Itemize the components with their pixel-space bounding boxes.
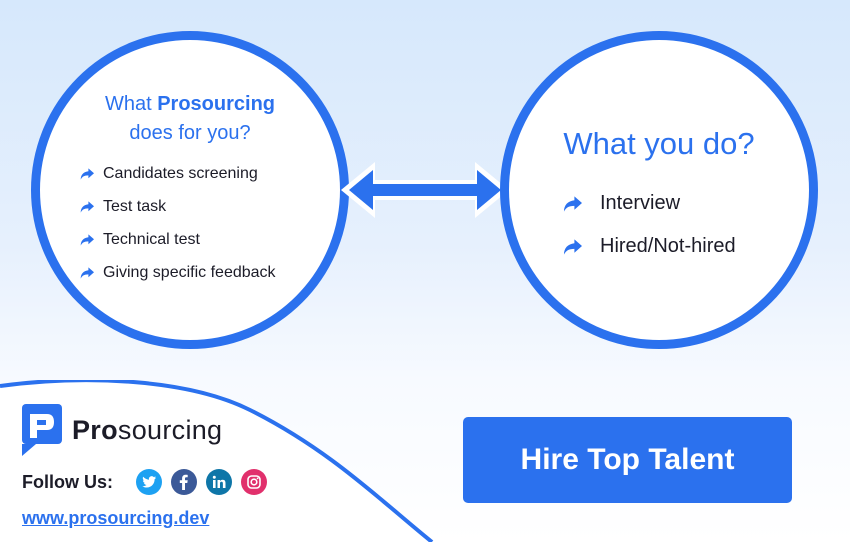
instagram-icon[interactable]	[241, 469, 267, 495]
share-arrow-icon	[80, 266, 94, 279]
list-item: Candidates screening	[80, 157, 276, 190]
share-arrow-icon	[563, 195, 582, 212]
double-arrow-icon	[341, 162, 509, 218]
left-circle-title: What Prosourcing does for you?	[104, 93, 276, 144]
website-link[interactable]: www.prosourcing.dev	[22, 508, 210, 528]
left-circle	[31, 31, 349, 349]
list-item: Test task	[80, 190, 276, 223]
list-item: Technical test	[80, 223, 276, 256]
right-circle-title: What you do?	[563, 126, 755, 161]
right-task-list: Interview Hired/Not-hired	[563, 182, 736, 268]
facebook-icon[interactable]	[171, 469, 197, 495]
follow-label: Follow Us:	[22, 471, 113, 492]
list-item: Hired/Not-hired	[563, 225, 736, 268]
list-item: Interview	[563, 182, 736, 225]
linkedin-icon[interactable]	[206, 469, 232, 495]
left-feature-list: Candidates screening Test task Technical…	[80, 157, 276, 289]
logo-wordmark: Prosourcing	[72, 414, 223, 445]
list-item: Giving specific feedback	[80, 256, 276, 289]
footer-wave-panel	[0, 380, 434, 542]
share-arrow-icon	[563, 238, 582, 255]
share-arrow-icon	[80, 200, 94, 213]
share-arrow-icon	[80, 233, 94, 246]
share-arrow-icon	[80, 167, 94, 180]
hire-top-talent-button[interactable]: Hire Top Talent	[463, 417, 792, 503]
twitter-icon[interactable]	[136, 469, 162, 495]
right-circle	[500, 31, 818, 349]
follow-us-row: Follow Us:	[22, 469, 276, 495]
brand-logo: Prosourcing	[22, 404, 222, 456]
prosourcing-logo-icon	[22, 404, 62, 456]
